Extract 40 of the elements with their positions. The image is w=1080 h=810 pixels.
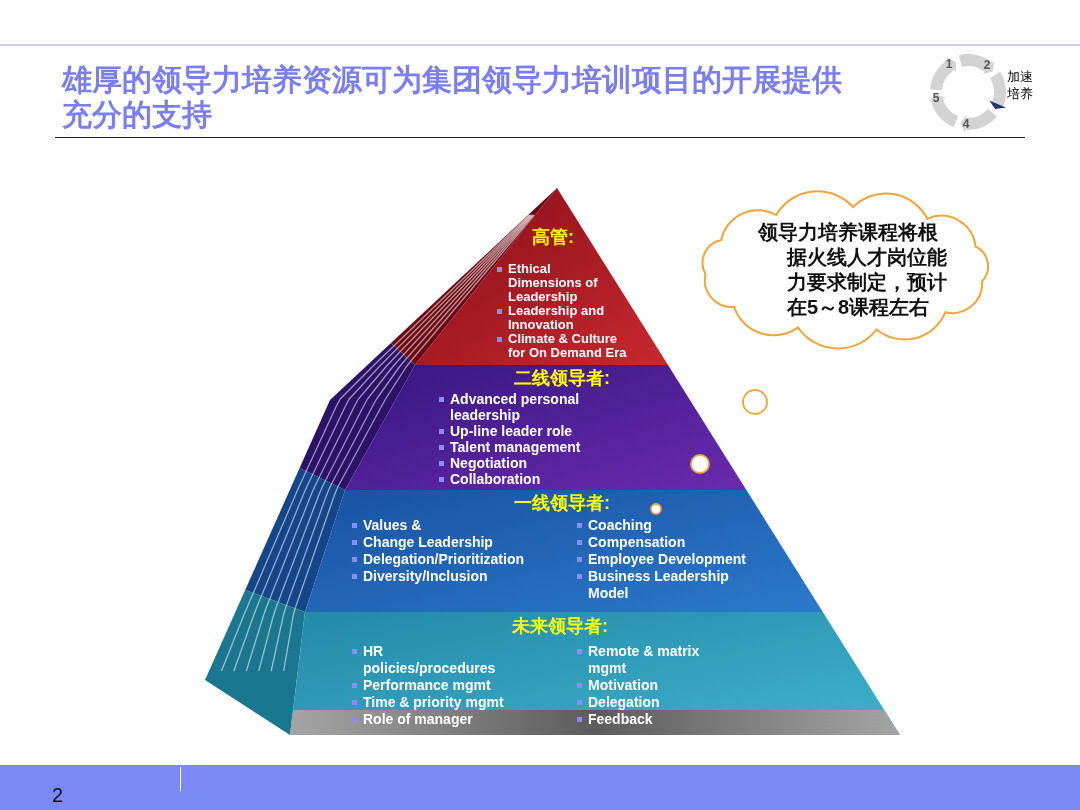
list-item-text: Change Leadership [363,534,493,550]
step-number: 4 [962,117,970,131]
step-number: 2 [983,58,991,72]
list-item-text: Delegation/Prioritization [363,551,524,567]
list-item-text: Coaching [588,517,652,533]
list-item-text: Business Leadership Model [588,568,729,601]
list-item-text: Collaboration [450,471,541,487]
pyramid-tier [415,188,668,365]
list-item-text: Role of manager [363,711,473,727]
list-item-text: Performance mgmt [363,677,491,693]
list-item-text: Feedback [588,711,653,727]
step-number: 1 [945,57,953,71]
list-item-text: Employee Development [588,551,746,567]
list-item-text: Ethical Dimensions of Leadership [508,261,598,304]
list-item-text: Talent management [450,439,581,455]
cycle-caption: 加速培养 [1007,69,1033,101]
page-number: 2 [52,784,64,806]
list-item-text: Remote & matrix mgmt [588,643,700,676]
list-item-text: Climate & Culture for On Demand Era [508,331,627,360]
list-item-text: Time & priority mgmt [363,694,504,710]
list-item-text: Values & [363,517,422,533]
tier-heading: 一线领导者: [514,493,610,513]
list-item-text: Leadership and Innovation [508,303,605,332]
tier-heading: 未来领导者: [512,616,608,636]
list-item-text: Advanced personal leadership [450,391,580,423]
list-item-text: HR policies/procedures [363,643,496,676]
slide-title: 雄厚的领导力培养资源可为集团领导力培训项目的开展提供充分的支持 [62,63,842,131]
list-item-text: Up-line leader role [450,423,573,439]
tier-heading: 二线领导者: [514,368,610,388]
list-item-text: Negotiation [450,455,527,471]
tier-heading: 高管: [532,227,574,247]
list-item-text: Delegation [588,694,660,710]
pyramid-tier [305,490,823,612]
list-item-text: Diversity/Inclusion [363,568,488,584]
cloud-text: 领导力培养课程将根据火线人才岗位能力要求制定，预计在5～8课程左右 [758,221,947,318]
pyramid-tier [290,612,900,735]
pyramid-tier [345,365,747,490]
list-item-text: Motivation [588,677,658,693]
list-item-text: Compensation [588,534,686,550]
step-number: 5 [932,91,940,105]
